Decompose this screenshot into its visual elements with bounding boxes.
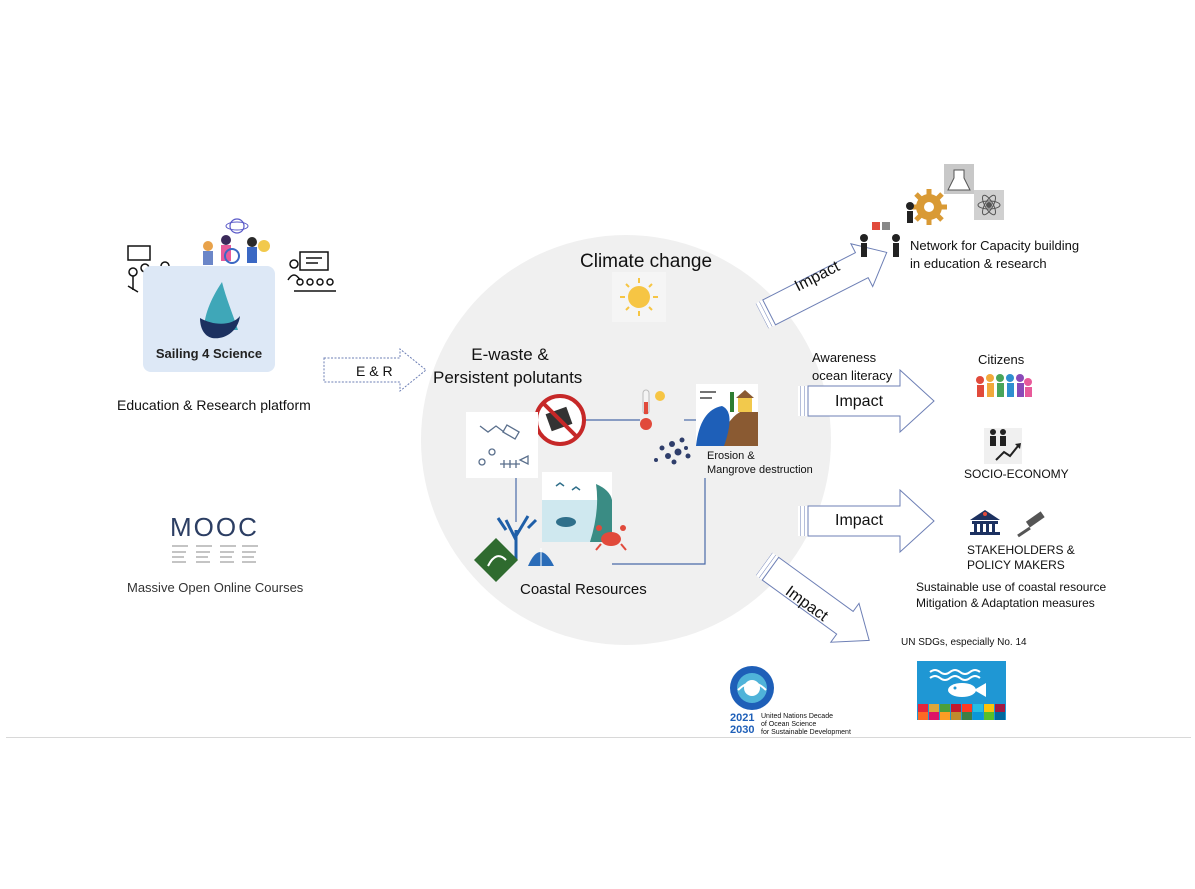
central-circle: [421, 235, 831, 645]
awareness-label-line1: Awareness: [812, 350, 877, 365]
atom-icon: [974, 190, 1004, 220]
shell-icon: [528, 548, 554, 566]
stakeholders-label-line2: POLICY MAKERS: [967, 558, 1065, 572]
stakeholders-label-line1: STAKEHOLDERS &: [967, 543, 1075, 557]
decade-label-line3: for Sustainable Development: [761, 729, 851, 736]
sustainable-use-label: Sustainable use of coastal resource: [916, 580, 1107, 594]
ocean-life-icon: [542, 472, 612, 542]
gavel-icon: [1017, 511, 1045, 538]
mooc-title: MOOC: [170, 512, 259, 542]
family-growth-icon: [984, 428, 1022, 464]
impact-label-citizens: Impact: [835, 393, 884, 410]
coral-icon: [496, 515, 538, 560]
platform-name: Sailing 4 Science: [155, 346, 263, 361]
mooc-caption: Massive Open Online Courses: [127, 580, 304, 595]
mooc-thumbnail-icon: [172, 545, 258, 563]
awareness-label-line2: ocean literacy: [812, 368, 893, 383]
ewaste-label-line2: Persistent polutants: [433, 368, 583, 387]
mangrove-icon: [474, 538, 518, 582]
thermometer-icon: [640, 389, 665, 430]
mitigation-label: Mitigation & Adaptation measures: [916, 596, 1095, 610]
network-people-icon: [860, 202, 914, 257]
marine-litter-icon: [466, 412, 538, 478]
socio-economy-label: SOCIO-ECONOMY: [964, 467, 1069, 481]
decade-year-end: 2030: [730, 724, 755, 736]
citizens-label: Citizens: [978, 352, 1025, 367]
impact-arrow-stakeholders: [798, 488, 935, 554]
climate-change-label: Climate change: [580, 251, 713, 272]
coastal-resources-label: Coastal Resources: [520, 581, 647, 598]
presentation-icon: [287, 251, 336, 292]
lab-flask-icon: [944, 164, 974, 194]
science-team-icon: [203, 218, 270, 265]
gear-icon: [911, 189, 947, 225]
impact-arrow-citizens: [798, 368, 935, 434]
network-label-line2: in education & research: [910, 256, 1047, 271]
erosion-icon: [696, 384, 758, 446]
citizens-icon: [976, 374, 1032, 397]
er-arrow: [323, 347, 427, 393]
ocean-decade-logo: [730, 666, 774, 710]
decade-year-start: 2021: [730, 712, 755, 724]
ewaste-label-line1: E-waste &: [471, 345, 549, 364]
impact-arrow-network: [755, 243, 888, 329]
un-sdgs-label: UN SDGs, especially No. 14: [901, 637, 1027, 648]
microplastics-icon: [654, 437, 691, 465]
erosion-label-line2: Mangrove destruction: [707, 464, 813, 476]
sdg14-icon: [917, 661, 1006, 720]
erosion-label-line1: Erosion &: [707, 450, 755, 462]
er-arrow-label: E & R: [356, 363, 393, 379]
government-building-icon: [970, 510, 1000, 535]
crab-icon: [595, 525, 627, 551]
impact-arrow-sdgs: [755, 552, 870, 643]
sun-icon: [612, 272, 666, 322]
no-ewaste-icon: [534, 394, 586, 446]
network-label-line1: Network for Capacity building: [910, 238, 1080, 253]
impact-label-stakeholders: Impact: [835, 512, 884, 529]
bottom-divider: [6, 737, 1191, 738]
decade-label-line2: of Ocean Science: [761, 721, 817, 728]
decade-label-line1: United Nations Decade: [761, 713, 833, 720]
platform-caption: Education & Research platform: [117, 397, 311, 413]
